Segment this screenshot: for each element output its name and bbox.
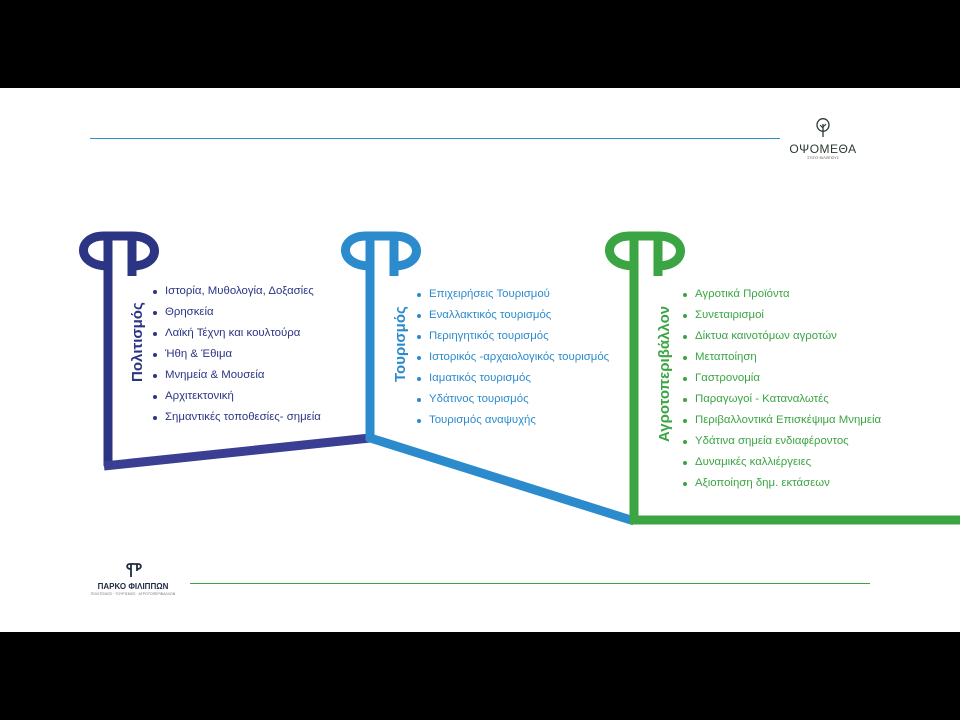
list-item: Παραγωγοί - Καταναλωτές (682, 389, 881, 410)
list-item: Θρησκεία (152, 302, 321, 323)
list-item: Μνημεία & Μουσεία (152, 365, 321, 386)
list-item: Συνεταιρισμοί (682, 305, 881, 326)
list-item: Υδάτινος τουρισμός (416, 389, 609, 410)
list-item: Ιαματικός τουρισμός (416, 368, 609, 389)
list-item: Αρχιτεκτονική (152, 386, 321, 407)
list-item: Ήθη & Έθιμα (152, 344, 321, 365)
list-item: Τουρισμός αναψυχής (416, 410, 609, 431)
culture-list: Ιστορία, Μυθολογία, Δοξασίες Θρησκεία Λα… (152, 281, 321, 428)
list-item: Δυναμικές καλλιέργειες (682, 452, 881, 473)
tree-icon (816, 118, 830, 137)
tourism-pillar-icon (341, 231, 421, 440)
list-item: Περιηγητικός τουρισμός (416, 326, 609, 347)
list-item: Αξιοποίηση δημ. εκτάσεων (682, 473, 881, 494)
opsometha-logo: ΟΨΟΜΕΘΑ ΣΤΟΥΣ ΦΙΛΙΠΠΟΥΣ (786, 118, 866, 160)
opsometha-wordmark: ΟΨΟΜΕΘΑ (789, 142, 857, 156)
list-item: Επιχειρήσεις Τουρισμού (416, 284, 609, 305)
tourism-title: Τουρισμός (392, 306, 409, 382)
list-item: Μεταποίηση (682, 347, 881, 368)
philippi-park-wordmark: ΠΑΡΚΟ ΦΙΛΙΠΠΩΝ (97, 582, 169, 591)
list-item: Περιβαλλοντικά Επισκέψιμα Μνημεία (682, 410, 881, 431)
agro-title: Αγροτοπεριβάλλον (656, 305, 673, 442)
philippi-park-logo: ΠΑΡΚΟ ΦΙΛΙΠΠΩΝ ΠΟΛΙΤΙΣΜΟΣ · ΤΟΥΡΙΣΜΟΣ · … (78, 562, 188, 602)
list-item: Δίκτυα καινοτόμων αγροτών (682, 326, 881, 347)
agro-pillar-icon (605, 231, 685, 521)
culture-title: Πολιτισμός (129, 302, 146, 382)
culture-pillar-icon (79, 231, 159, 466)
list-item: Ιστορικός -αρχαιολογικός τουρισμός (416, 347, 609, 368)
top-divider-line (90, 138, 780, 139)
agro-list: Αγροτικά Προϊόντα Συνεταιρισμοί Δίκτυα κ… (682, 284, 881, 494)
list-item: Γαστρονομία (682, 368, 881, 389)
opsometha-tagline: ΣΤΟΥΣ ΦΙΛΙΠΠΟΥΣ (807, 156, 839, 160)
list-item: Υδάτινα σημεία ενδιαφέροντος (682, 431, 881, 452)
bottom-divider-line (190, 583, 870, 584)
tourism-list: Επιχειρήσεις Τουρισμού Εναλλακτικός τουρ… (416, 284, 609, 431)
list-item: Αγροτικά Προϊόντα (682, 284, 881, 305)
tourism-agro-connector (365, 432, 636, 526)
list-item: Ιστορία, Μυθολογία, Δοξασίες (152, 281, 321, 302)
pillar-diagram (79, 231, 960, 526)
list-item: Εναλλακτικός τουρισμός (416, 305, 609, 326)
list-item: Σημαντικές τοποθεσίες- σημεία (152, 407, 321, 428)
list-item: Λαϊκή Τέχνη και κουλτούρα (152, 323, 321, 344)
philippi-park-tagline: ΠΟΛΙΤΙΣΜΟΣ · ΤΟΥΡΙΣΜΟΣ · ΑΓΡΟΤΟΠΕΡΙΒΑΛΛΟ… (90, 592, 176, 596)
pillar-logo-icon (126, 563, 142, 577)
slide: Πολιτισμός Τουρισμός Αγροτοπεριβάλλον Ισ… (0, 88, 960, 632)
culture-tourism-connector (103, 433, 371, 471)
